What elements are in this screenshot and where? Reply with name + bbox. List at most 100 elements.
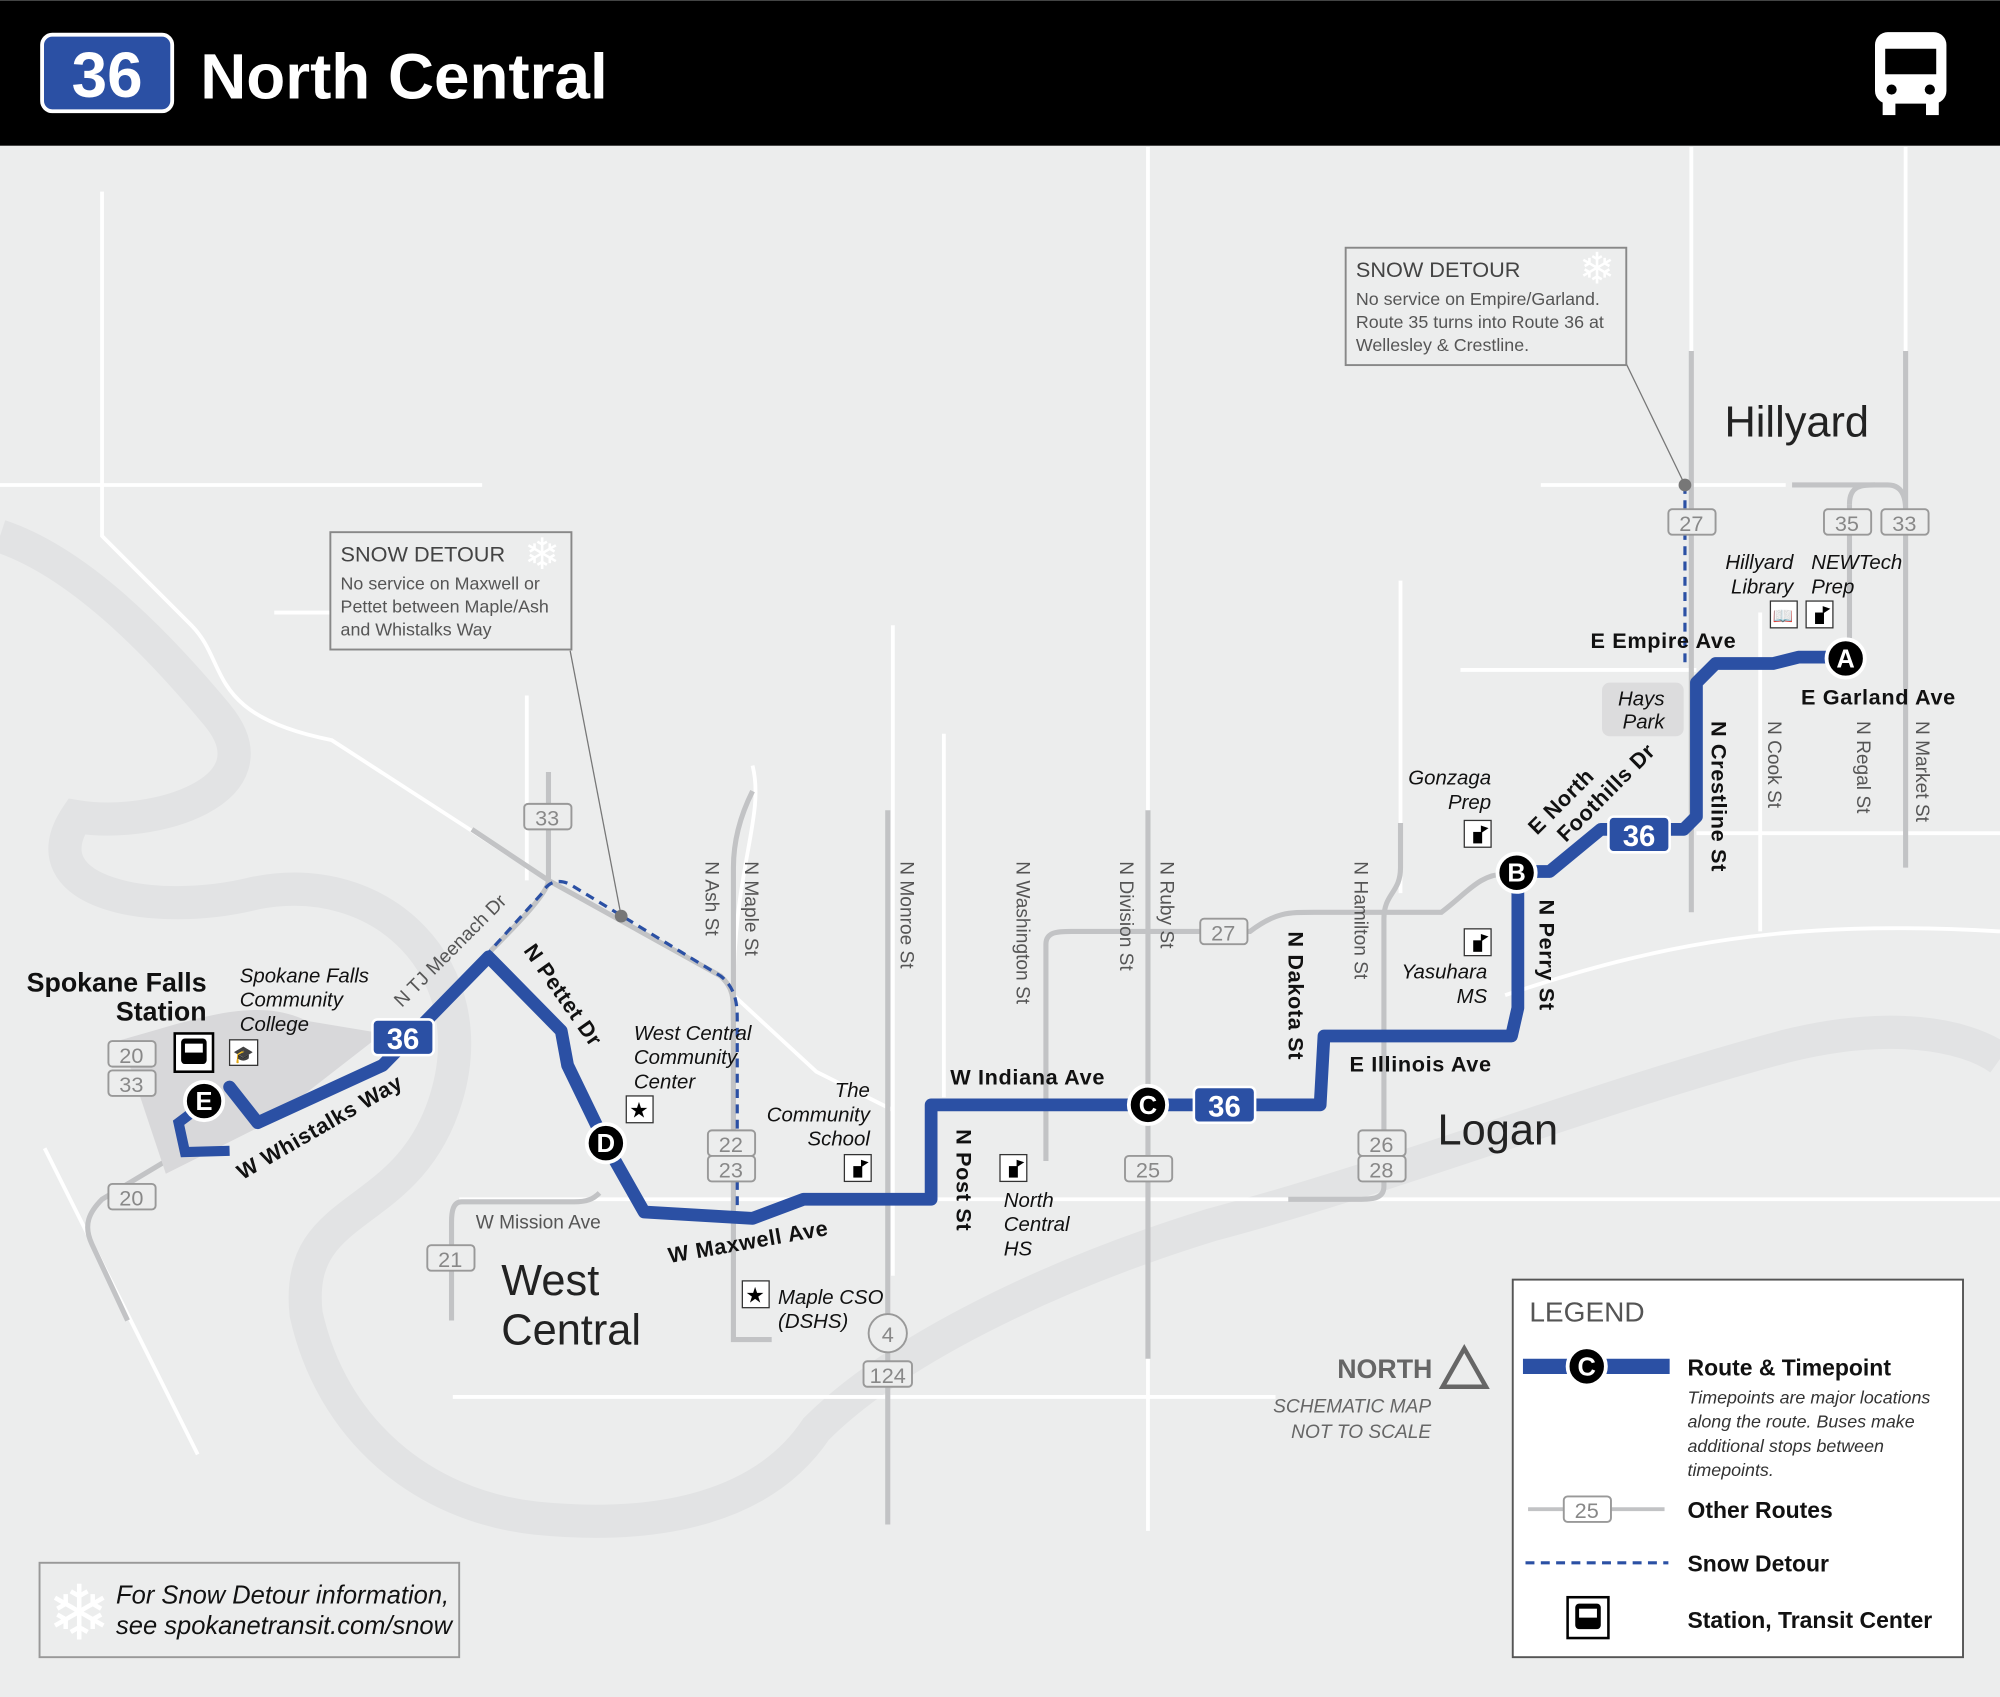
- landmarks-newtech-1-label: Prep: [1811, 576, 1854, 598]
- streets-empire-label: E Empire Ave: [1591, 628, 1737, 653]
- route_shields-1-label: 36: [1208, 1090, 1241, 1123]
- legend-route_timepoint_desc-2-label: additional stops between: [1688, 1436, 1884, 1456]
- streets-monroe-label: N Monroe St: [896, 861, 917, 969]
- landmarks-wccc-2-label: Center: [634, 1071, 696, 1093]
- timepoint-b[interactable]: B: [1495, 851, 1538, 894]
- route-number: 36: [72, 39, 143, 111]
- north-arrow-icon: [1438, 1343, 1490, 1389]
- streets-garland-label: E Garland Ave: [1801, 684, 1956, 709]
- landmarks-yasuhara-1-label: MS: [1457, 986, 1488, 1008]
- library-icon: 📖: [1769, 600, 1798, 629]
- detour_notes-0-lines-2-label: Wellesley & Crestline.: [1356, 335, 1529, 355]
- svg-text:★: ★: [629, 1098, 648, 1123]
- streets-illinois-label: E Illinois Ave: [1349, 1052, 1491, 1077]
- detour_notes-1-title-label: SNOW DETOUR: [341, 542, 506, 567]
- neighborhood-hillyard: Hillyard: [1724, 399, 1869, 447]
- landmarks-hillyard_library-0-label: Hillyard: [1725, 552, 1794, 574]
- north-arrow: NORTH SCHEMATIC MAP NOT TO SCALE: [1273, 1343, 1490, 1443]
- detour_notes-0-lines-0-label: No service on Empire/Garland.: [1356, 289, 1600, 309]
- route-number-badge: 36: [40, 32, 175, 114]
- snow-detour-note-west: SNOW DETOUR No service on Maxwell or Pet…: [329, 531, 573, 651]
- snowflake-icon: ❄: [47, 1571, 111, 1656]
- legend-other_routes_sample-label: 25: [1575, 1498, 1599, 1523]
- detour_notes-1-lines-1-label: Pettet between Maple/Ash: [341, 597, 549, 617]
- school-icon: [1463, 819, 1492, 848]
- bus-station-icon: [173, 1032, 215, 1073]
- star-icon: ★: [625, 1095, 654, 1124]
- other_routes-r20b-label: 20: [119, 1186, 143, 1211]
- landmarks-wccc-0-label: West Central: [634, 1023, 752, 1045]
- timepoints-2-label: C: [1139, 1092, 1157, 1120]
- svg-text:★: ★: [745, 1283, 764, 1308]
- legend-route_timepoint-label: Route & Timepoint: [1688, 1354, 1892, 1380]
- landmarks-north_central_hs-0-label: North: [1004, 1190, 1054, 1212]
- landmarks-north_central_hs-2-label: HS: [1004, 1238, 1033, 1260]
- streets-maple-label: N Maple St: [740, 861, 761, 956]
- svg-text:Maple CSO(DSHS): Maple CSO(DSHS): [778, 1287, 884, 1333]
- college-icon: 🎓: [228, 1039, 259, 1066]
- streets-perry-label: N Perry St: [1535, 900, 1560, 1011]
- timepoint-c[interactable]: C: [1126, 1083, 1170, 1126]
- landmarks-community_school-1-label: Community: [767, 1104, 872, 1126]
- other-route-badges: 27 35 33 27 25 26 28 22 23 21 4 124 33 2…: [107, 508, 1930, 1388]
- landmarks-wccc-1-label: Community: [634, 1047, 739, 1069]
- timepoint-d[interactable]: D: [584, 1122, 627, 1165]
- other_routes-r27b-label: 27: [1211, 920, 1235, 945]
- neighborhoods-west_central-0-label: West: [501, 1257, 599, 1305]
- other_routes-r20a-label: 20: [119, 1043, 143, 1068]
- route-36-line: [223, 650, 1853, 1225]
- snow_info-0-label: For Snow Detour information,: [116, 1582, 449, 1610]
- north-note-0-label: SCHEMATIC MAP: [1273, 1396, 1431, 1417]
- landmarks-gonzaga-0-label: Gonzaga: [1408, 768, 1491, 790]
- landmarks-hillyard_library-1-label: Library: [1731, 576, 1795, 598]
- bus-station-icon: [1566, 1595, 1610, 1640]
- streets-washington-label: N Washington St: [1012, 861, 1033, 1004]
- streets-cook-label: N Cook St: [1763, 721, 1784, 809]
- other_routes-r21-label: 21: [438, 1247, 462, 1272]
- landmarks-community_school-0-label: The: [835, 1080, 870, 1102]
- detour-title: SNOW DETOUR: [1356, 257, 1521, 282]
- landmarks-community_school-2-label: School: [808, 1129, 871, 1151]
- timepoint-e[interactable]: E: [183, 1080, 226, 1123]
- route-36-shield: 36: [1192, 1085, 1257, 1125]
- other_routes-r33a-label: 33: [1892, 511, 1916, 536]
- legend-station-label: Station, Transit Center: [1688, 1607, 1933, 1633]
- neighborhoods-west_central-1-label: Central: [501, 1307, 641, 1355]
- detour_notes-0-lines-1-label: Route 35 turns into Route 36 at: [1356, 312, 1604, 332]
- other_routes-r23-label: 23: [719, 1158, 743, 1183]
- landmarks-hays_park-0-label: Hays: [1618, 689, 1664, 711]
- streets-dakota-label: N Dakota St: [1283, 931, 1308, 1060]
- other_routes-r26-label: 26: [1369, 1132, 1393, 1157]
- snow-info-box: ❄ For Snow Detour information,see spokan…: [38, 1561, 461, 1659]
- north-note-1-label: NOT TO SCALE: [1291, 1422, 1431, 1443]
- landmarks-station-0-label: Spokane Falls: [27, 967, 207, 997]
- star-icon: ★: [741, 1280, 770, 1309]
- streets-hamilton-label: N Hamilton St: [1350, 861, 1371, 980]
- streets-post-label: N Post St: [952, 1129, 977, 1231]
- other_routes-r33b-label: 33: [535, 806, 559, 831]
- landmarks-sfcc-0-label: Spokane Falls: [240, 965, 369, 987]
- streets-regal-label: N Regal St: [1852, 721, 1873, 814]
- detour-leader-west: [569, 650, 622, 917]
- school-icon: [1805, 600, 1834, 629]
- park-area: [1602, 682, 1684, 737]
- other_routes-r22-label: 22: [719, 1132, 743, 1157]
- bus-icon: [1875, 32, 1947, 116]
- snowflake-icon: ❄: [1579, 245, 1615, 293]
- svg-text:📖: 📖: [1773, 606, 1794, 625]
- route-36-shield: 36: [371, 1018, 435, 1057]
- north-label-label: NORTH: [1337, 1354, 1432, 1384]
- snow-detour-note-east: SNOW DETOUR No service on Empire/Garland…: [1344, 245, 1628, 367]
- landmarks-north_central_hs-1-label: Central: [1004, 1214, 1070, 1236]
- timepoints-3-label: D: [597, 1130, 615, 1158]
- timepoint-a[interactable]: A: [1824, 637, 1867, 680]
- legend-title-label: LEGEND: [1529, 1297, 1644, 1328]
